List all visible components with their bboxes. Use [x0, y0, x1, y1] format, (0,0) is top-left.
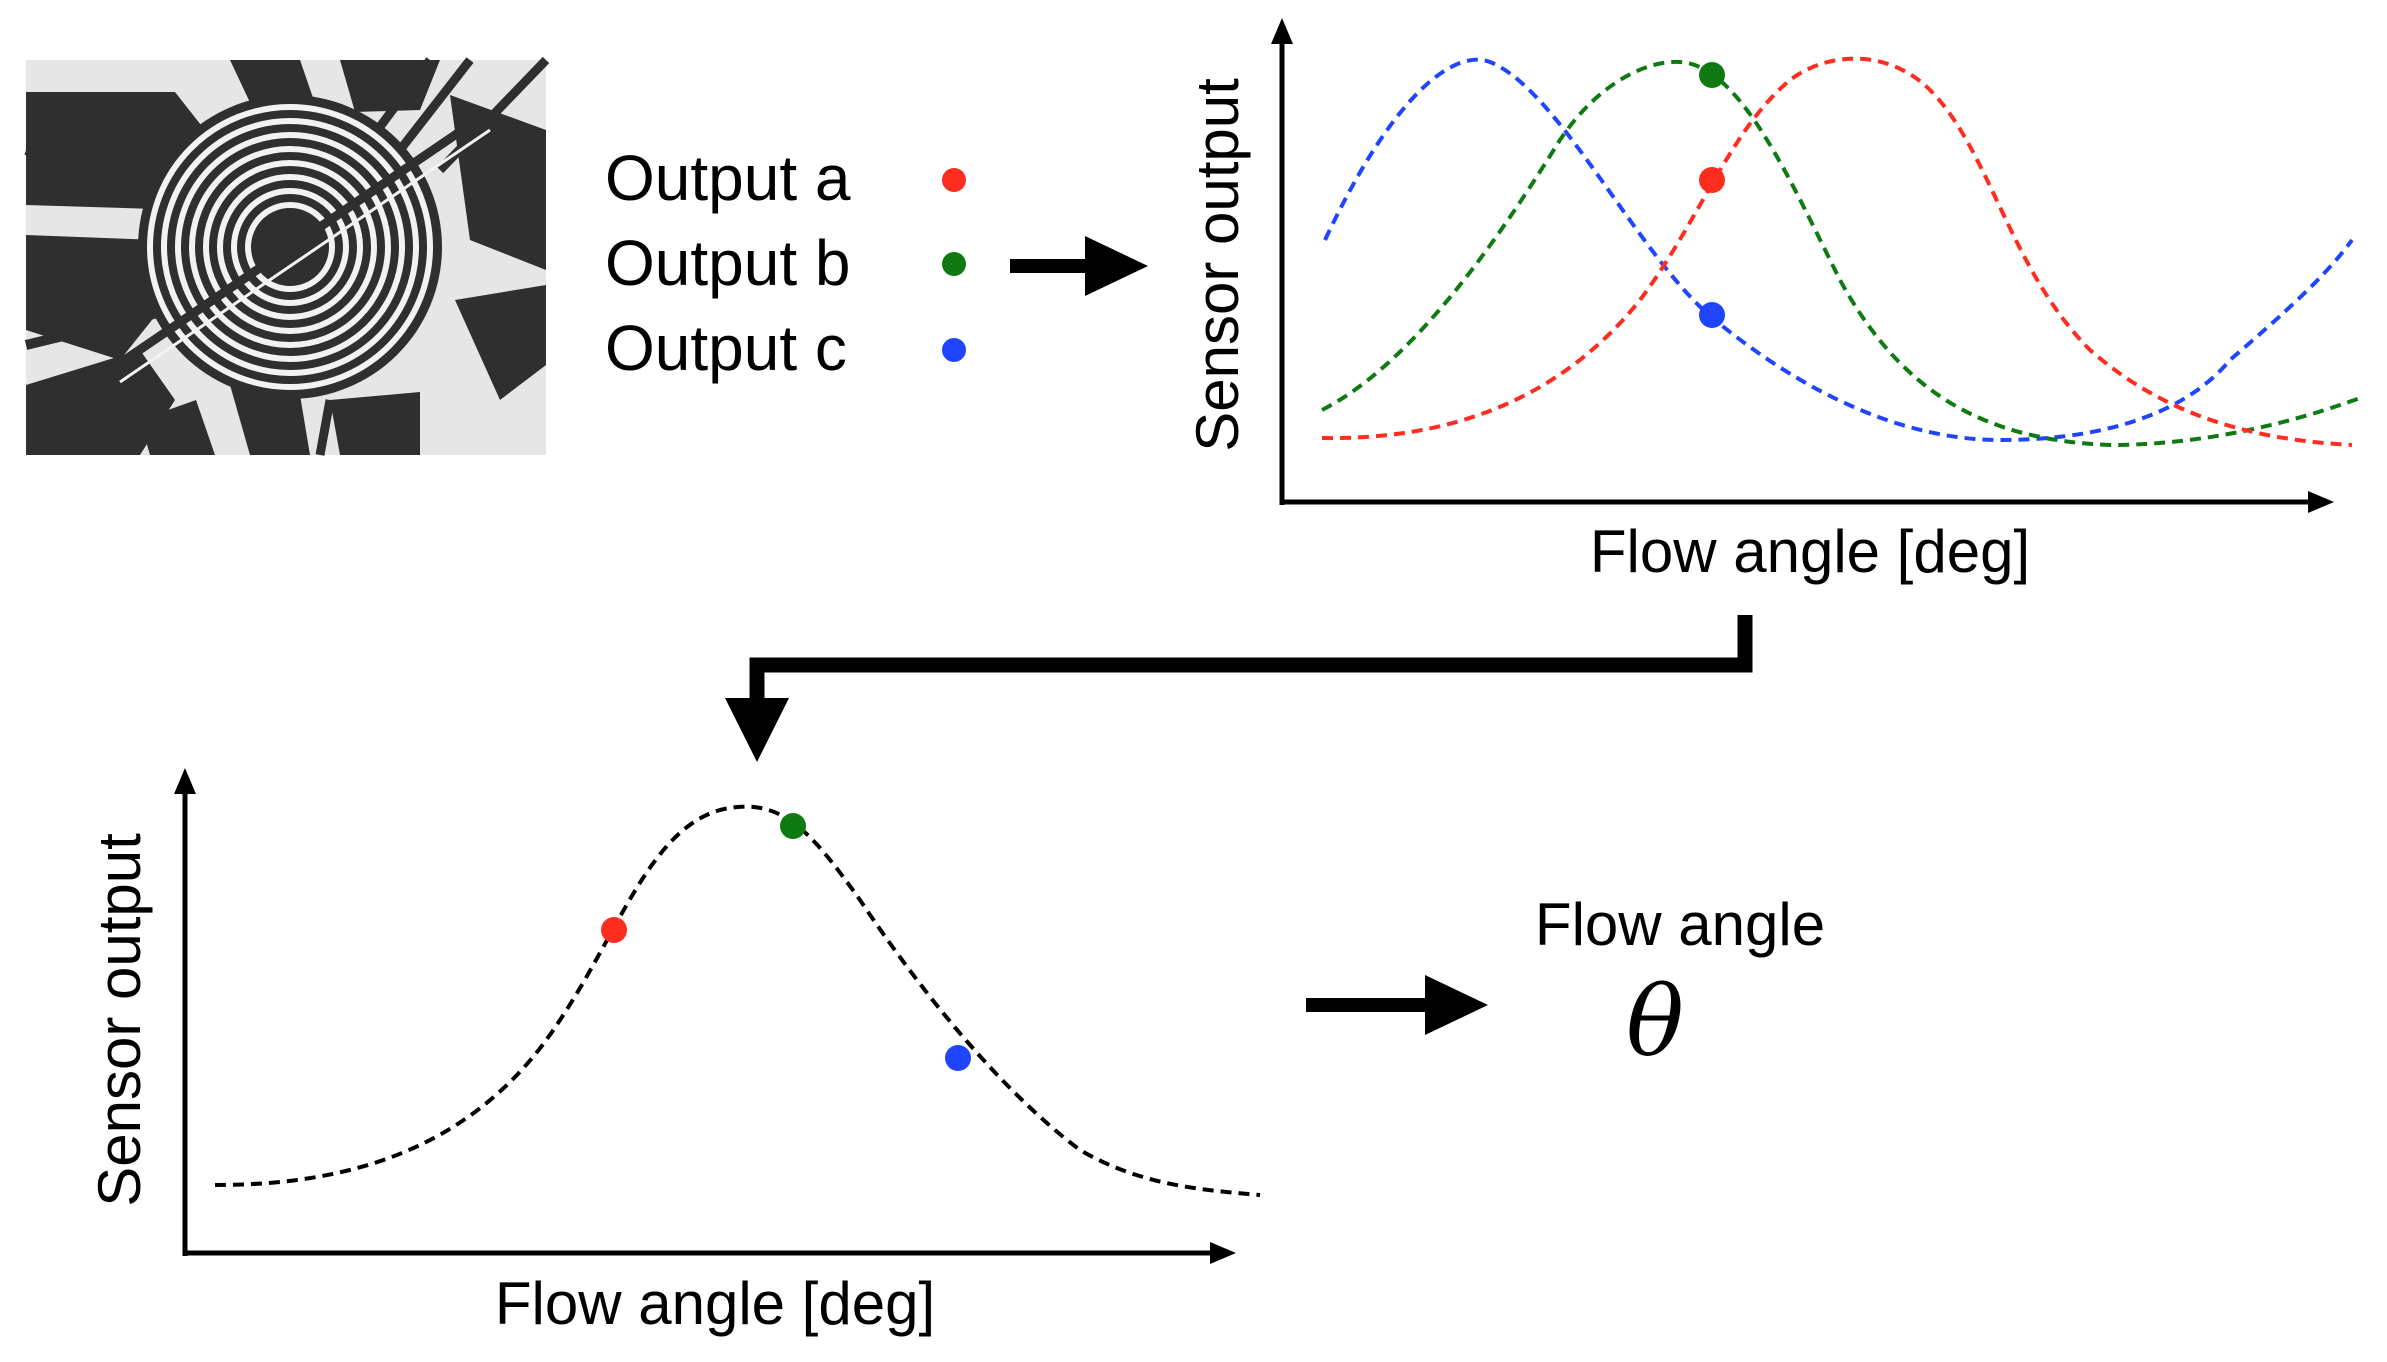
- top-plot-x-arrowhead: [2308, 491, 2334, 513]
- legend-label: Output b: [605, 227, 851, 299]
- curve-output-c: [1323, 57, 2354, 443]
- legend-marker-green: [942, 252, 966, 276]
- result: Flow angle θ: [1535, 891, 1825, 1078]
- legend-marker-red: [942, 168, 966, 192]
- top-plot-x-label: Flow angle [deg]: [1590, 518, 2030, 585]
- fitted-curve: [214, 804, 1261, 1197]
- result-label: Flow angle: [1535, 891, 1825, 958]
- fit-point-green: [780, 813, 806, 839]
- sensor-micrograph-icon: [24, 56, 550, 456]
- bottom-plot: Flow angle [deg] Sensor output: [86, 768, 1261, 1337]
- sample-point-blue: [1699, 302, 1725, 328]
- sample-point-green: [1699, 62, 1725, 88]
- legend-marker-blue: [942, 338, 966, 362]
- bottom-plot-x-label: Flow angle [deg]: [495, 1270, 935, 1337]
- fit-point-blue: [945, 1045, 971, 1071]
- elbow-down-arrow-icon: [725, 615, 1753, 762]
- curve-output-b: [1321, 59, 2361, 448]
- legend-label: Output a: [605, 142, 851, 214]
- right-arrow-icon: [1010, 236, 1148, 296]
- top-plot: Flow angle [deg] Sensor output: [1184, 18, 2361, 585]
- top-plot-y-arrowhead: [1271, 18, 1293, 44]
- sample-point-red: [1699, 167, 1725, 193]
- result-symbol: θ: [1626, 966, 1684, 1078]
- top-plot-y-label: Sensor output: [1184, 78, 1251, 452]
- right-arrow-icon: [1306, 975, 1488, 1035]
- legend-item-output-a: Output a: [605, 142, 966, 214]
- bottom-plot-y-arrowhead: [174, 768, 196, 794]
- bottom-plot-y-label: Sensor output: [86, 833, 153, 1207]
- bottom-plot-x-arrowhead: [1210, 1242, 1236, 1264]
- legend-item-output-c: Output c: [605, 312, 966, 384]
- curve-output-a: [1321, 56, 2353, 447]
- legend-item-output-b: Output b: [605, 227, 966, 299]
- legend-label: Output c: [605, 312, 847, 384]
- fit-point-red: [601, 917, 627, 943]
- legend: Output a Output b Output c: [605, 142, 966, 384]
